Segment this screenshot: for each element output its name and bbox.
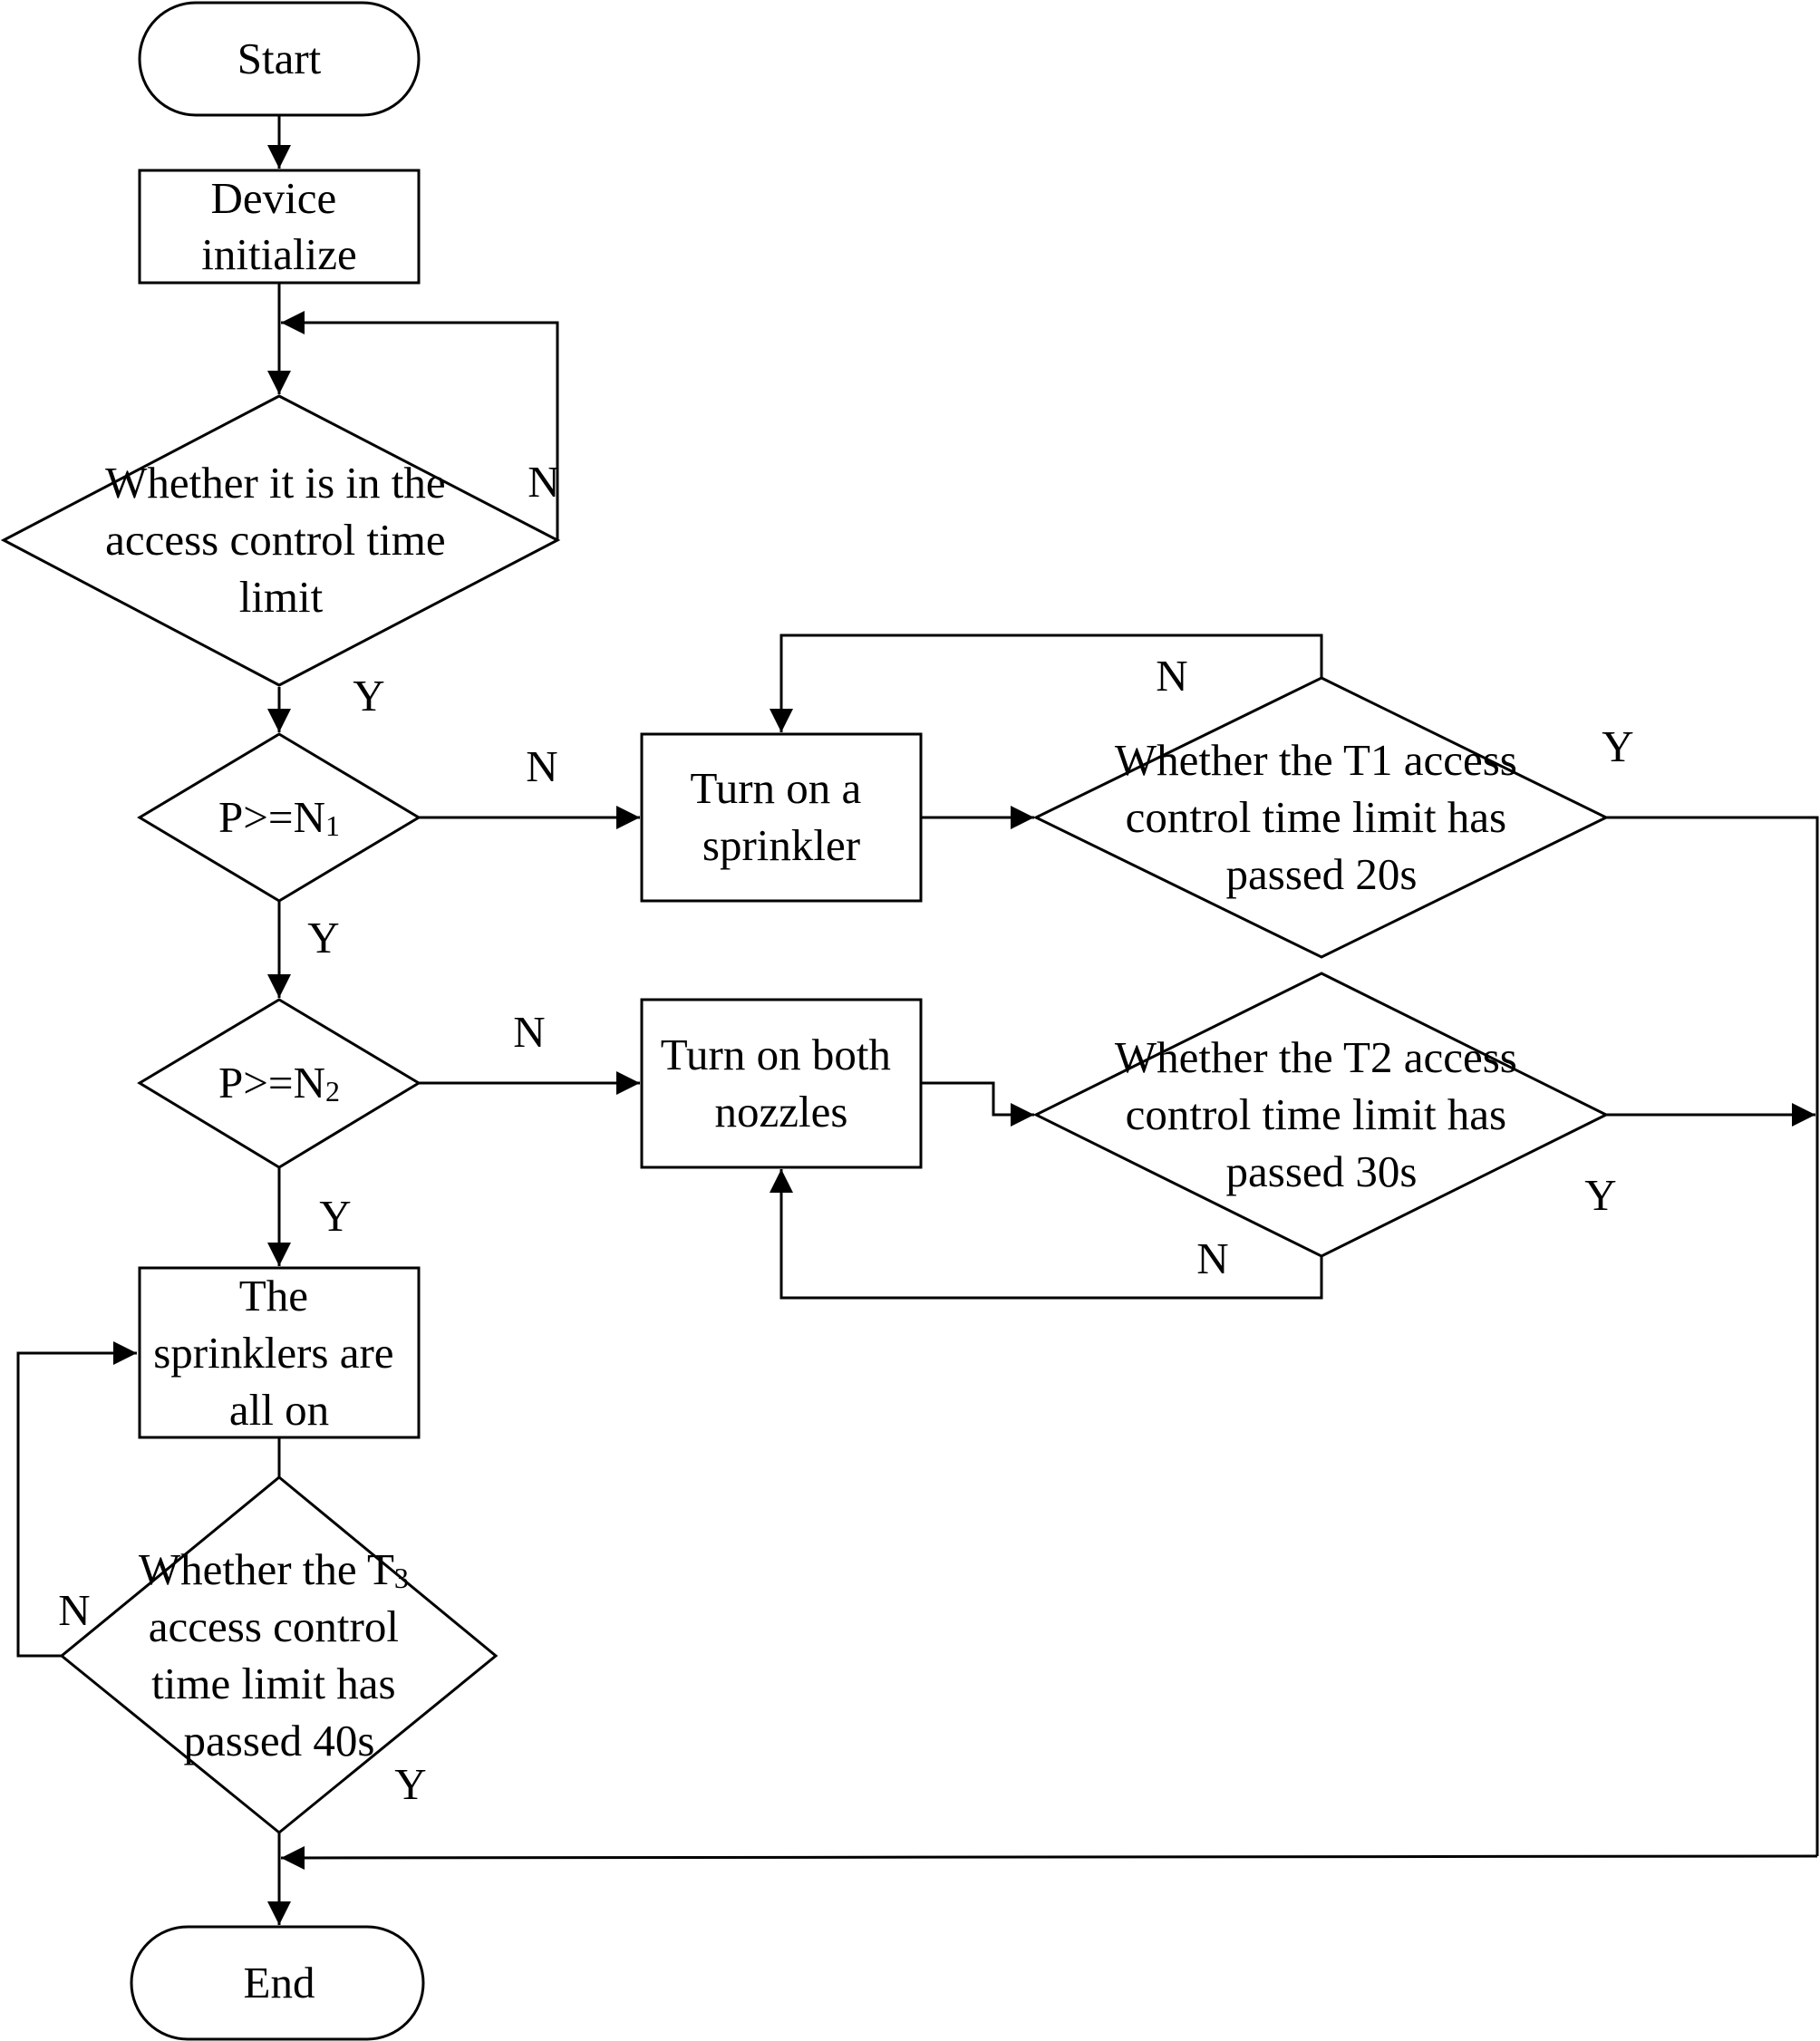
- label-t1-yes: Y: [1602, 721, 1633, 771]
- t1-line-1: Whether the T1 access: [1115, 735, 1517, 785]
- node-device-initialize: Device initialize: [138, 169, 421, 285]
- label-t3-no: N: [58, 1585, 90, 1635]
- svg-text:Turn on both nozzles: Turn on both nozzles: [661, 1030, 902, 1137]
- node-t3-check: Whether the T3 access control time limit…: [59, 1475, 499, 1834]
- edge-t1-yes: [1606, 816, 1819, 1856]
- all-on-box: [138, 1266, 421, 1439]
- edge-check-no-loop: [281, 311, 559, 540]
- all-on-line-1: The: [239, 1271, 308, 1320]
- t2-line-2: control time limit has: [1126, 1089, 1507, 1139]
- label-n2-no: N: [513, 1007, 545, 1057]
- time-limit-line-2: access control time: [105, 515, 446, 565]
- node-t1-check: Whether the T1 access control time limit…: [1032, 676, 1610, 959]
- edge-rail-return: [280, 1845, 1818, 1870]
- device-initialize-line-2: initialize: [201, 229, 356, 279]
- node-end: End: [130, 1925, 425, 2041]
- node-sprinklers-all-on: The sprinklers are all on: [138, 1266, 421, 1439]
- t3-line-2: access control: [149, 1601, 399, 1651]
- t2-decision-shape: [1032, 972, 1610, 1258]
- svg-text:Turn on a sprinkler: Turn on a sprinkler: [690, 763, 872, 870]
- label-n1-yes: Y: [307, 913, 339, 962]
- svg-text:P>=N1: P>=N1: [218, 792, 340, 842]
- edge-t3-no-loop: [16, 1341, 137, 1658]
- node-start: Start: [138, 1, 421, 117]
- t3-line-1-base: Whether the T: [139, 1544, 394, 1594]
- t3-decision-shape: [59, 1475, 499, 1834]
- both-nozzles-line-2: nozzles: [715, 1087, 848, 1137]
- svg-text:Device initialize: Device initialize: [201, 173, 356, 279]
- all-on-line-2: sprinklers are: [153, 1328, 393, 1378]
- svg-text:Whether the T1 access co: Whether the T1 access control time limit…: [1115, 735, 1528, 899]
- label-t3-yes: Y: [394, 1759, 426, 1809]
- svg-text:Start: Start: [237, 34, 322, 83]
- t3-line-1-subscript: 3: [394, 1562, 409, 1594]
- node-time-limit-check: Whether it is in the access control time…: [0, 394, 561, 687]
- start-terminal-shape: [138, 1, 421, 117]
- svg-text:Whether the T3 access co: Whether the T3 access control time limit…: [139, 1544, 420, 1765]
- label-t2-no: N: [1196, 1233, 1228, 1283]
- t1-line-3: passed 20s: [1226, 849, 1418, 899]
- edge-t1-no-loop: [770, 634, 1323, 732]
- compare-n2-subscript: 2: [325, 1075, 340, 1108]
- edge-t2-no-loop: [770, 1169, 1323, 1300]
- connectors: [16, 115, 1819, 1925]
- t3-line-4: passed 40s: [184, 1716, 375, 1765]
- t1-line-2: control time limit has: [1126, 792, 1507, 842]
- device-initialize-line-1: Device: [211, 173, 337, 223]
- t3-line-1: Whether the T3: [139, 1544, 409, 1594]
- edge-labels: N Y N Y N Y N Y N Y N Y: [58, 457, 1633, 1809]
- svg-text:End: End: [244, 1958, 315, 2007]
- turn-on-sprinkler-line-1: Turn on a: [690, 763, 861, 813]
- end-label: End: [244, 1958, 315, 2007]
- compare-n2-decision-shape: [137, 998, 421, 1169]
- label-check-time-yes: Y: [353, 671, 384, 721]
- t2-line-3: passed 30s: [1226, 1146, 1418, 1196]
- t1-decision-shape: [1032, 676, 1610, 959]
- label-check-time-no: N: [528, 457, 559, 507]
- start-label: Start: [237, 34, 322, 83]
- label-n1-no: N: [526, 741, 557, 791]
- compare-n1-subscript: 1: [325, 809, 340, 842]
- edge-nozzles-t2: [921, 1081, 1034, 1127]
- all-on-line-3: all on: [229, 1385, 329, 1435]
- end-terminal-shape: [130, 1925, 425, 2041]
- node-compare-n1: P>=N1: [137, 732, 421, 903]
- time-limit-line-1: Whether it is in the: [105, 458, 446, 508]
- label-t2-yes: Y: [1584, 1170, 1616, 1220]
- node-compare-n2: P>=N2: [137, 998, 421, 1169]
- label-n2-yes: Y: [319, 1191, 351, 1241]
- compare-n1-base: P>=N: [218, 792, 325, 842]
- svg-text:Whether the T2 access co: Whether the T2 access control time limit…: [1115, 1032, 1528, 1196]
- t3-line-3: time limit has: [151, 1659, 395, 1708]
- both-nozzles-line-1: Turn on both: [661, 1030, 891, 1079]
- compare-n2-base: P>=N: [218, 1058, 325, 1108]
- turn-on-sprinkler-line-2: sprinkler: [702, 820, 860, 870]
- node-turn-on-sprinkler: Turn on a sprinkler: [640, 732, 923, 903]
- node-turn-on-both-nozzles: Turn on both nozzles: [640, 998, 923, 1169]
- compare-n1-decision-shape: [137, 732, 421, 903]
- turn-on-sprinkler-box: [640, 732, 923, 903]
- svg-text:The sprinklers are: The sprinklers are all on: [153, 1271, 405, 1435]
- svg-text:P>=N2: P>=N2: [218, 1058, 340, 1108]
- time-limit-line-3: limit: [239, 572, 324, 622]
- label-t1-no: N: [1156, 651, 1187, 701]
- device-initialize-box: [138, 169, 421, 285]
- both-nozzles-box: [640, 998, 923, 1169]
- time-limit-decision-shape: [0, 394, 561, 687]
- svg-text:Whether it is in the acc: Whether it is in the access control time…: [105, 458, 457, 622]
- node-t2-check: Whether the T2 access control time limit…: [1032, 972, 1610, 1258]
- t2-line-1: Whether the T2 access: [1115, 1032, 1517, 1082]
